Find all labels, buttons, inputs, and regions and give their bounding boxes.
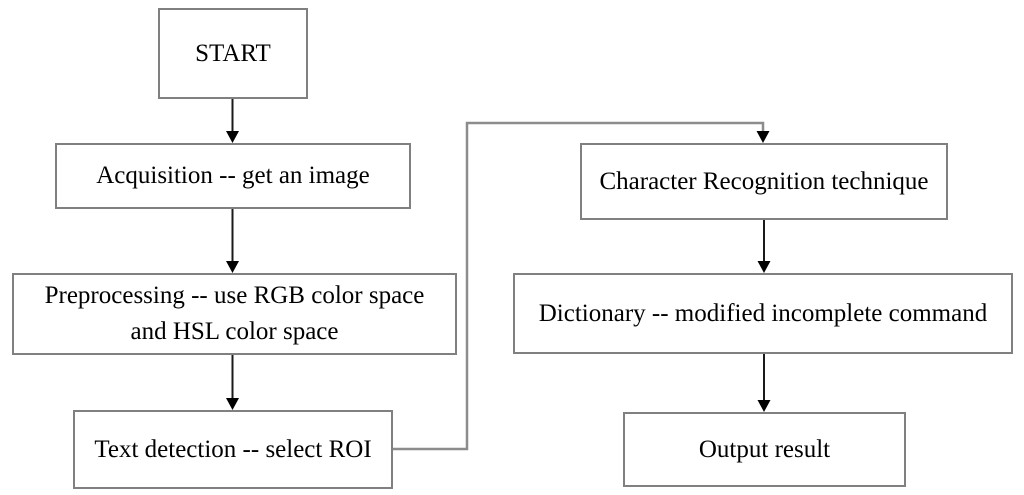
arrowhead-textdetection-charrecognition: [756, 131, 770, 143]
arrowhead-charrecognition-dictionary: [757, 261, 771, 273]
node-output-result-label: Output result: [698, 435, 831, 463]
arrowhead-dictionary-output: [757, 400, 771, 412]
node-output-result: Output result: [623, 412, 906, 487]
node-start-label: START: [195, 39, 271, 67]
edge-textdetection-charrecognition: [393, 121, 765, 451]
node-character-recognition-label: Character Recognition technique: [599, 167, 929, 195]
arrowhead-start-acquisition: [226, 131, 239, 143]
node-text-detection-label: Text detection -- select ROI: [94, 435, 372, 463]
arrowhead-preprocessing-textdetection: [226, 398, 239, 410]
node-text-detection: Text detection -- select ROI: [73, 410, 393, 489]
node-acquisition: Acquisition -- get an image: [55, 143, 411, 209]
node-preprocessing-label-line1: Preprocessing -- use RGB color space: [44, 282, 425, 309]
node-preprocessing: Preprocessing -- use RGB color space and…: [12, 273, 457, 355]
node-character-recognition: Character Recognition technique: [580, 143, 948, 220]
arrowhead-acquisition-preprocessing: [226, 261, 239, 273]
node-dictionary-label: Dictionary -- modified incomplete comman…: [538, 299, 988, 327]
node-dictionary: Dictionary -- modified incomplete comman…: [513, 273, 1013, 354]
node-preprocessing-label-line2: and HSL color space: [130, 318, 339, 345]
node-start: START: [158, 8, 308, 99]
node-acquisition-label: Acquisition -- get an image: [96, 162, 370, 190]
